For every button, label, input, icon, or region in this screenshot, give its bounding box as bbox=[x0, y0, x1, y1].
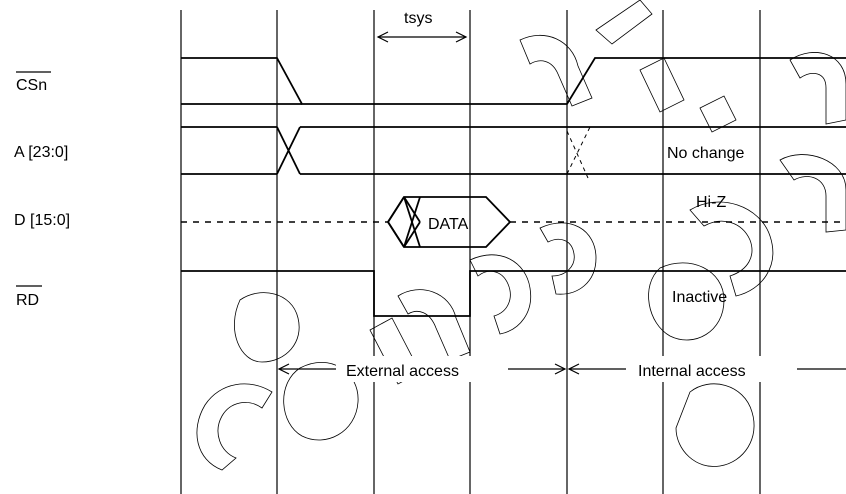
address-waveform bbox=[181, 126, 846, 179]
access-spans bbox=[277, 356, 846, 382]
signal-label-address: A [23:0] bbox=[14, 144, 68, 161]
tsys-dimension bbox=[376, 31, 468, 43]
timing-grid bbox=[180, 10, 761, 494]
hi-z-label: Hi-Z bbox=[696, 194, 726, 211]
data-waveform bbox=[181, 196, 846, 248]
no-change-cross-a bbox=[566, 130, 589, 179]
signal-label-cs: CSn bbox=[16, 77, 47, 94]
data-valid-label: DATA bbox=[428, 216, 469, 233]
internal-access-label: Internal access bbox=[638, 363, 746, 380]
no-change-label: No change bbox=[667, 145, 744, 162]
inactive-label: Inactive bbox=[672, 289, 727, 306]
tsys-label: tsys bbox=[404, 10, 432, 27]
watermark bbox=[196, 0, 846, 471]
rd-waveform bbox=[181, 270, 846, 317]
signal-label-rd: RD bbox=[16, 292, 39, 309]
external-access-label: External access bbox=[346, 363, 459, 380]
no-change-cross-b bbox=[566, 126, 591, 175]
cs-waveform bbox=[181, 57, 846, 105]
signal-label-data: D [15:0] bbox=[14, 212, 70, 229]
